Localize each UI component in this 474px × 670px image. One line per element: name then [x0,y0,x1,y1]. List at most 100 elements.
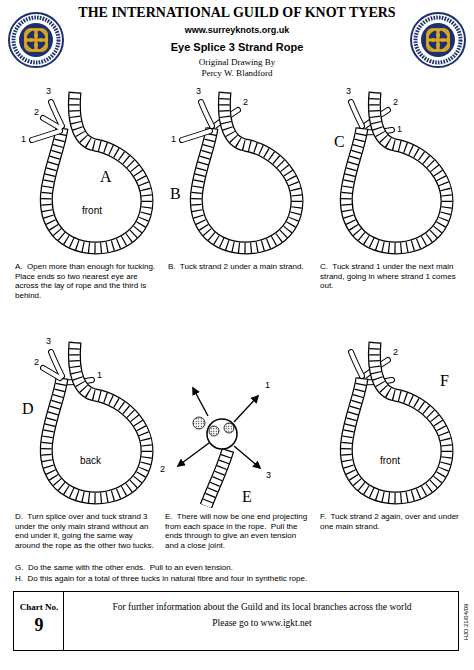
step-caption: H. Do this again for a total of three tu… [15,574,465,584]
strand-end-diagram [224,423,234,433]
step-caption: F. Tuck strand 2 again, over and under o… [320,512,465,531]
website-address: www.surreyknots.org.uk [0,25,474,35]
rope-drawing [346,92,447,248]
strand-number: 3 [46,86,51,96]
chart-subtitle: Eye Splice 3 Strand Rope [0,41,474,53]
chart-label: Chart No. [14,602,64,612]
guild-logo [421,23,455,57]
rope-drawing [346,342,447,498]
rope-drawing [346,342,447,498]
rope-drawing [182,102,212,140]
panel-letter: C [334,133,345,151]
footer-box: Chart No. 9 For further information about … [13,591,459,651]
step-caption: E. There will now be one end projecting … [165,512,310,550]
rope-drawing [351,352,362,376]
strand-end-diagram [178,443,209,466]
rope-drawing [196,92,297,248]
strand-number: 3 [196,86,201,96]
chart-number-box: Chart No. 9 [14,592,64,650]
rope-drawing [46,342,147,498]
step-caption: B. Tuck strand 2 under a main strand. [168,262,308,272]
rope-drawing [46,342,147,498]
rope-drawing [182,92,297,248]
drawing-credit: Original Drawing By [0,57,474,67]
rope-drawing [32,102,62,140]
drawing-credit: Percy W. Blandford [0,68,474,78]
rope-drawing [43,342,147,498]
rope-drawing [346,92,447,248]
chart-number: 9 [14,615,64,636]
strand-number: 2 [34,107,39,117]
strand-number: 2 [393,97,398,107]
rope-drawing [43,352,62,378]
rope-drawing [46,92,147,248]
step-caption: G. Do the same with the other ends. Pull… [15,563,465,573]
rope-drawing [43,352,62,378]
panel-letter: E [242,488,252,506]
step-caption: A. Open more than enough for tucking. Pl… [15,262,157,300]
footer-note: For further information about the Guild … [70,602,454,612]
rope-drawing [46,92,147,248]
chart-code: HJD 21/04/09 [463,604,469,641]
rope-drawing [196,92,297,248]
strand-number: 3 [346,86,351,96]
strand-number: 2 [34,357,39,367]
rope-drawing [351,102,362,126]
guild-logo [427,29,449,51]
rope-drawing [32,92,147,248]
rope-drawing [351,352,362,376]
strand-end-diagram [178,388,260,506]
strand-number: 3 [46,336,51,346]
footer-note: Please go to www.igkt.net [70,618,454,628]
guild-logo [416,18,461,63]
rope-drawing [196,92,297,248]
guild-logo [25,29,47,51]
strand-number: 2 [160,464,165,474]
panel-letter: D [22,400,34,418]
strand-number: 2 [393,347,398,357]
rope-drawing [46,92,147,248]
step-caption: D. Turn splice over and tuck strand 3 un… [15,512,157,550]
strand-number: 1 [265,380,270,390]
rope-drawing [32,102,62,140]
strand-number: 1 [171,134,176,144]
strand-number: 3 [266,470,271,480]
rope-drawing [346,342,447,498]
rope-drawing [46,342,147,498]
strand-end-diagram [209,426,219,436]
step-caption: C. Tuck strand 1 under the next main str… [320,262,465,291]
strand-end-diagram [193,388,208,416]
side-label: front [380,455,400,466]
guild-logo [9,13,63,67]
guild-logo [411,13,465,67]
guild-logo [25,29,47,51]
strand-end-diagram [193,417,205,429]
strand-end-diagram [234,446,260,468]
panel-letter: B [170,185,181,203]
rope-drawing [351,102,362,126]
strand-end-diagram [206,450,228,506]
chart-title: THE INTERNATIONAL GUILD OF KNOT TYERS [0,5,474,21]
guild-logo [427,29,449,51]
strand-number: 1 [97,370,102,380]
rope-drawing [182,102,212,140]
panel-letter: A [100,168,112,186]
strand-end-diagram [207,419,237,449]
strand-end-diagram [206,450,228,506]
panel-letter: F [440,372,449,390]
strand-number: 1 [21,134,26,144]
strand-number: 2 [243,97,248,107]
rope-drawing [346,342,447,498]
side-label: back [80,455,101,466]
strand-end-diagram [234,396,258,422]
strand-end-diagram [206,450,228,506]
rope-drawing [346,92,447,248]
guild-logo [19,23,53,57]
side-label: front [82,205,102,216]
guild-logo [9,13,63,67]
guild-logo [14,18,59,63]
rope-drawing [346,92,447,248]
strand-number: 1 [397,124,402,134]
guild-logo [411,13,465,67]
